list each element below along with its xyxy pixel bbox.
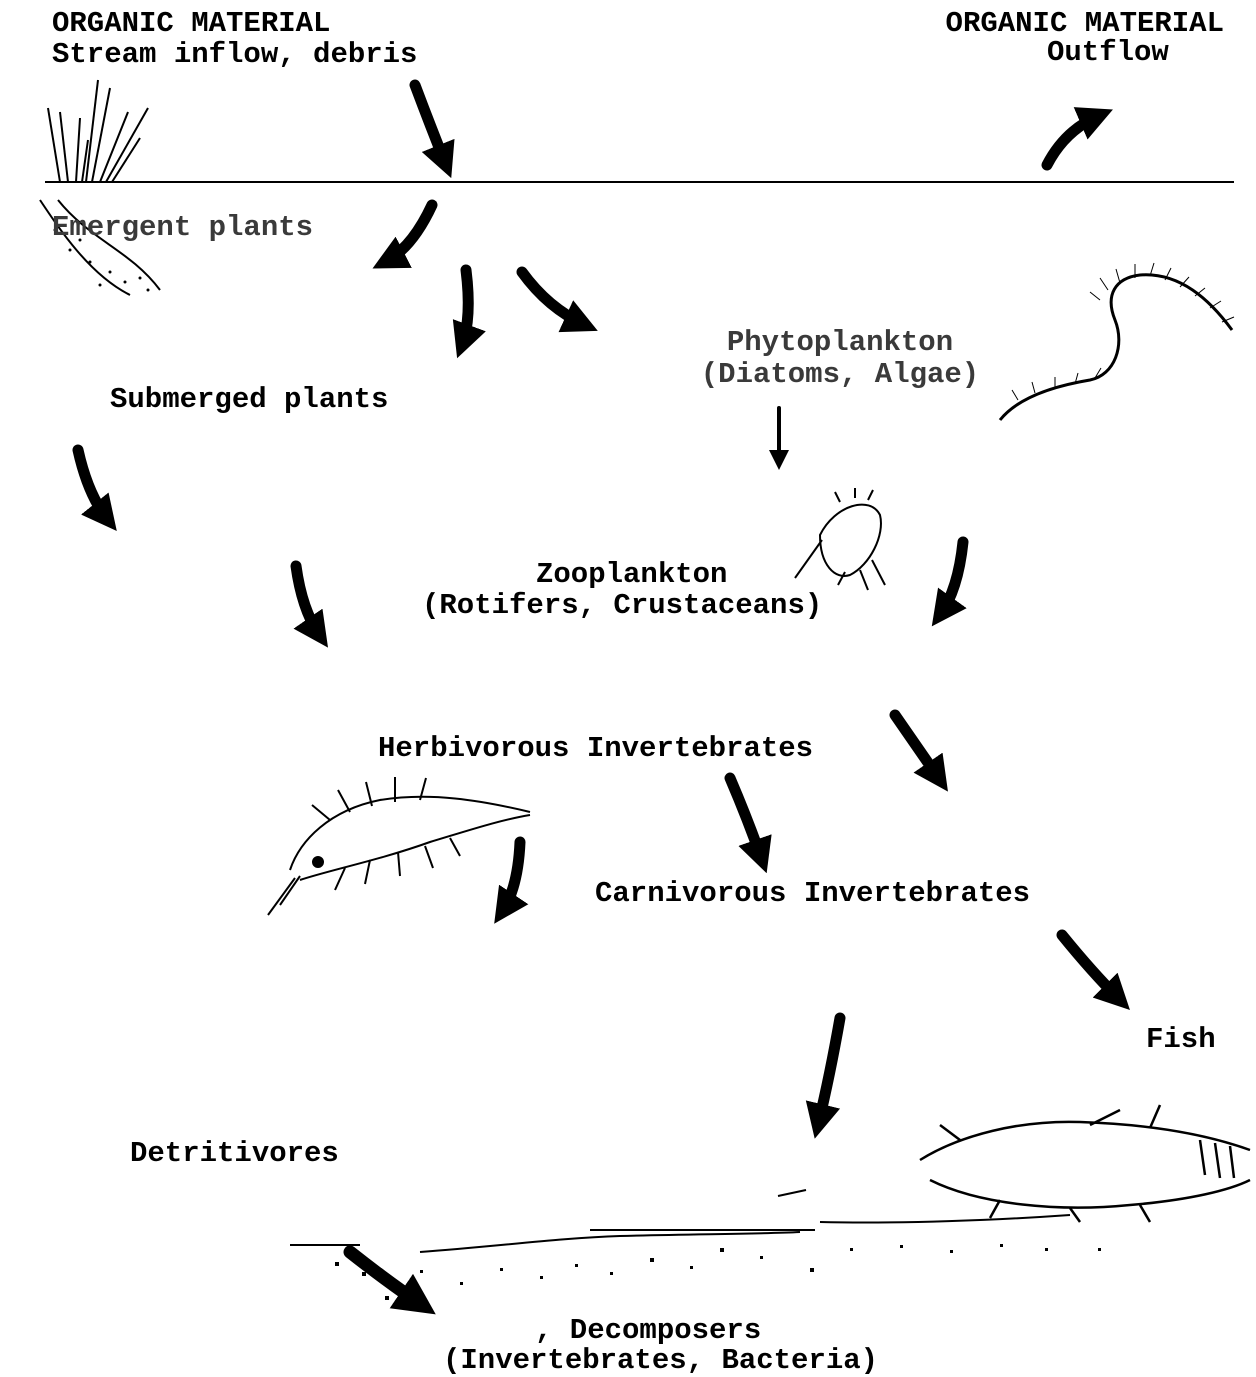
- arrow-outflow: [1047, 115, 1100, 165]
- arrow-to-emergent: [385, 205, 432, 262]
- arrow-carnivorous-to-fish: [1062, 935, 1120, 1000]
- label-inflow-title: ORGANIC MATERIAL: [52, 9, 330, 39]
- arrow-herbivorous-to-carnivorous: [730, 778, 762, 860]
- label-carnivorous-invertebrates: Carnivorous Invertebrates: [595, 879, 1030, 909]
- flow-arrows: [78, 85, 1120, 1305]
- arrow-nymph-down: [502, 842, 520, 912]
- sediment-dots-bottom: [335, 1244, 1101, 1300]
- label-detritivores: Detritivores: [130, 1139, 339, 1169]
- emergent-plant-icon: [40, 80, 160, 295]
- mayfly-nymph-icon: [268, 777, 530, 915]
- label-zooplankton: Zooplankton: [536, 560, 727, 590]
- label-submerged-plants: Submerged plants: [110, 385, 388, 415]
- label-inflow-sub: Stream inflow, debris: [52, 40, 417, 70]
- label-outflow-title: ORGANIC MATERIAL: [946, 9, 1224, 39]
- zooplankton-icon: [795, 488, 885, 590]
- arrow-to-submerged: [462, 270, 468, 345]
- arrow-zoo-right-down: [940, 542, 963, 615]
- label-phytoplankton-sub: (Diatoms, Algae): [640, 360, 1040, 390]
- arrow-inflow-to-water: [415, 85, 446, 165]
- arrow-to-zoo-left: [296, 566, 320, 636]
- label-herbivorous-invertebrates: Herbivorous Invertebrates: [378, 734, 813, 764]
- fish-icon: [920, 1105, 1250, 1222]
- label-emergent-plants: Emergent plants: [52, 213, 313, 243]
- lake-bottom: [290, 1190, 1070, 1252]
- label-outflow-sub: Outflow: [1047, 38, 1169, 68]
- label-fish: Fish: [1146, 1025, 1216, 1055]
- label-phytoplankton: Phytoplankton: [640, 328, 1040, 358]
- arrow-to-phytoplankton: [522, 272, 585, 325]
- label-decomposers-sub: (Invertebrates, Bacteria): [443, 1346, 878, 1376]
- label-zooplankton-sub: (Rotifers, Crustaceans): [422, 591, 822, 621]
- label-decomposers: , Decomposers: [535, 1316, 761, 1346]
- arrow-to-detritus: [818, 1018, 840, 1125]
- arrow-to-herbivorous-right: [895, 715, 940, 780]
- algae-hairs: [1012, 263, 1234, 400]
- arrow-submerged-down: [78, 450, 108, 520]
